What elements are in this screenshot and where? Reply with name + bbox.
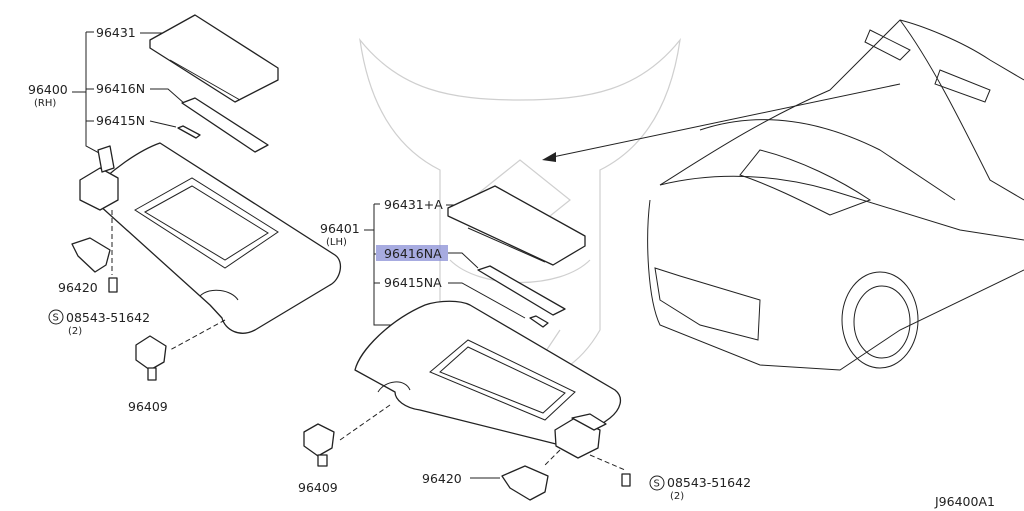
lh-mirror-lid-highlight [376,245,448,261]
lh-screw-qty-label: (2) [670,491,684,502]
lh-screw-symbol: S [654,479,660,490]
lh-sunvisor-part [354,300,622,446]
rh-screw-qty-label: (2) [68,326,82,337]
rh-mirror-lid-part [181,97,269,153]
rh-sunvisor-body-label: 96431 [96,25,136,40]
rh-bracket-label: 96409 [128,399,168,414]
lh-bracket-label: 96409 [298,480,338,495]
lh-pivot-part [554,413,607,459]
lh-assembly-label: 96401 [320,221,360,236]
rh-screw-symbol: S [53,313,59,324]
rh-spacer-part [177,125,201,139]
lh-screw-part [621,473,631,487]
rh-bracket-part [135,335,167,381]
rh-mirror-lid-label: 96416N [96,81,145,96]
rh-screw-part [108,277,118,293]
lh-screw-label: 08543-51642 [667,475,751,490]
lh-assembly-bracket [373,204,410,326]
lh-screw-symbol-icon [649,475,665,491]
rh-pivot-part [79,145,119,211]
figure-id-label: J96400A1 [934,494,995,509]
rh-mirror-cover-part [149,14,279,103]
lh-sunvisor-body-label: 96431+A [384,197,443,212]
lh-bracket-part [303,423,335,467]
lh-spacer-part [529,315,549,328]
rh-screw-symbol-icon [48,309,64,325]
lh-mirror-lid-part [477,265,566,316]
lh-side-label: (LH) [326,237,347,248]
lh-mirror-cover-part [447,185,586,266]
lh-holder-part [501,465,549,501]
rh-holder-label: 96420 [58,280,98,295]
rh-assembly-label: 96400 [28,82,68,97]
rh-side-label: (RH) [34,98,56,109]
lh-spacer-label: 96415NA [384,275,442,290]
lh-mirror-lid-label: 96416NA [384,246,442,261]
lh-holder-label: 96420 [422,471,462,486]
rh-spacer-label: 96415N [96,113,145,128]
rh-holder-part [71,237,111,273]
car-front-view-icon [647,19,1024,371]
rh-assembly-bracket [85,32,113,161]
rh-sunvisor-part [87,142,342,334]
rh-screw-label: 08543-51642 [66,310,150,325]
pointer-arrow [542,83,901,162]
